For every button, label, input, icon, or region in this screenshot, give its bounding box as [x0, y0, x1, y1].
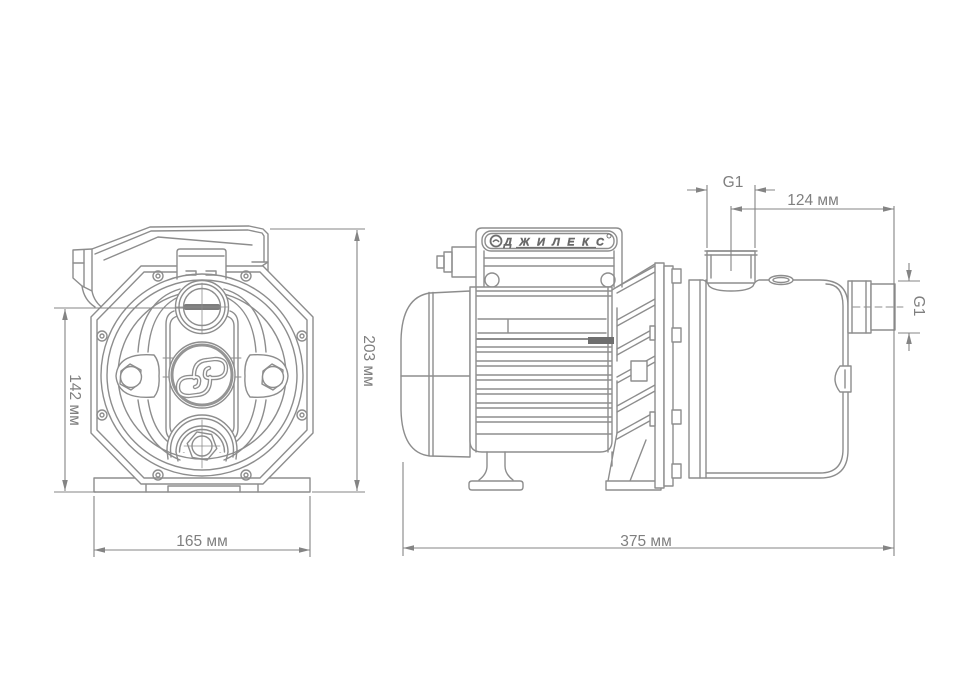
- svg-text:124 мм: 124 мм: [787, 192, 838, 209]
- svg-text:165 мм: 165 мм: [176, 533, 227, 550]
- svg-text:142 мм: 142 мм: [66, 374, 83, 425]
- svg-text:G1: G1: [910, 296, 927, 317]
- svg-text:203 мм: 203 мм: [360, 335, 377, 386]
- svg-text:375 мм: 375 мм: [620, 533, 671, 550]
- svg-text:G1: G1: [723, 174, 744, 191]
